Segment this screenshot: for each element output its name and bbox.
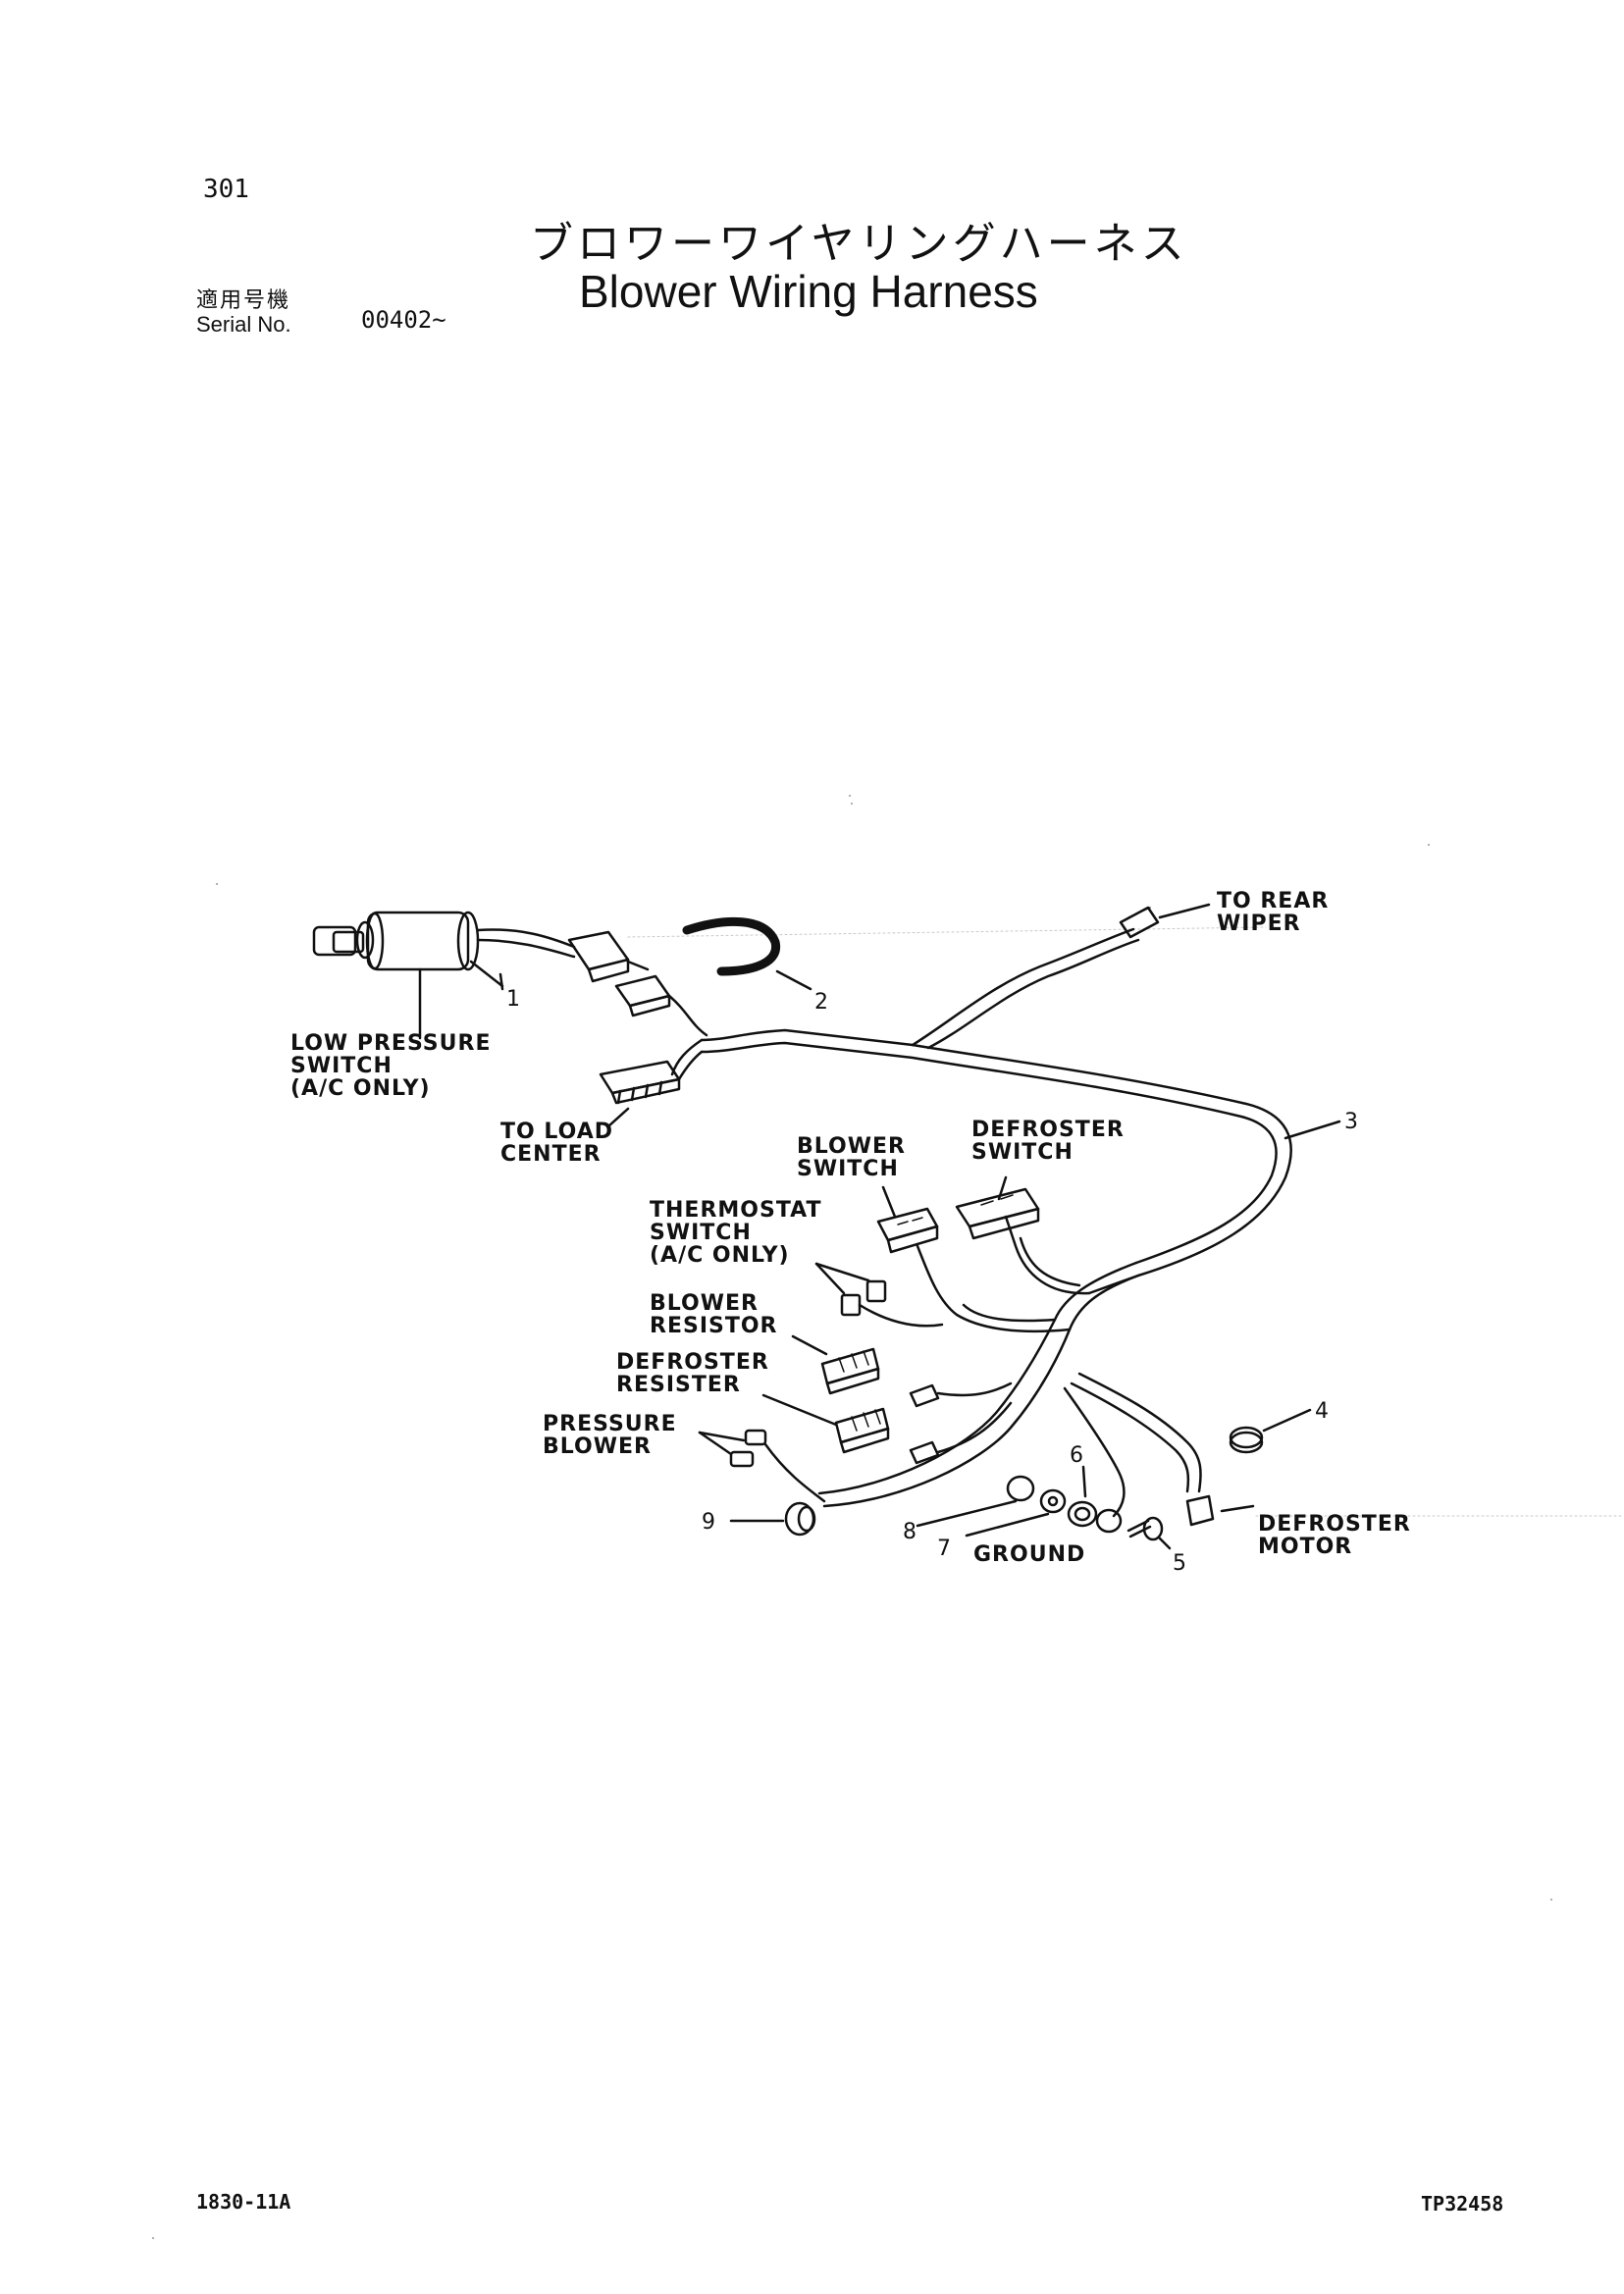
label-defroster-resister-1: DEFROSTER [616,1350,769,1375]
label-defroster-switch-2: SWITCH [971,1140,1074,1165]
label-pressure-blower-1: PRESSURE [543,1412,677,1436]
load-center-connector [599,1060,681,1105]
label-low-pressure-1: LOW PRESSURE [290,1031,492,1056]
serial-label-en: Serial No. [196,312,291,337]
terminal-ground [1095,1508,1123,1534]
leader-line [775,969,812,991]
leader-line [791,1334,828,1356]
harness-wire [476,938,576,959]
label-thermostat-3: (A/C ONLY) [650,1243,790,1268]
leader-line [814,1262,846,1295]
leader-line [965,1512,1050,1538]
harness-wire [667,994,708,1037]
harness-strap [682,916,781,976]
pressure-blower-connector [729,1429,826,1503]
label-thermostat-2: SWITCH [650,1221,752,1245]
scan-speck [851,803,853,805]
leader-line [1081,1465,1087,1498]
scan-speck [216,883,218,885]
callout-6: 6 [1070,1443,1083,1468]
scan-speck [152,2237,154,2239]
callout-5: 5 [1173,1551,1186,1576]
defroster-motor-connector [1185,1494,1215,1527]
leader-line [1220,1504,1255,1513]
low-pressure-switch [312,911,480,1040]
label-blower-switch-1: BLOWER [797,1134,906,1159]
thermostat-switch [840,1279,944,1328]
serial-label: 適用号機 Serial No. [196,289,291,337]
leader-line [698,1431,733,1456]
lock-washer-part-6 [1067,1500,1098,1528]
leader-line [1158,903,1211,919]
leader-line [1262,1408,1312,1433]
leader-line [761,1393,838,1427]
scan-speck [1428,844,1430,846]
bolt-part-5 [1126,1516,1164,1541]
page-number: 301 [203,175,249,204]
footer-figure-number: 1830-11A [196,2190,291,2214]
label-blower-switch-2: SWITCH [797,1157,899,1181]
main-harness [670,927,1292,1295]
leader-line [881,1185,897,1219]
label-to-rear-2: WIPER [1217,912,1301,936]
scan-speck [1550,1899,1552,1901]
serial-label-jp: 適用号機 [196,288,291,313]
leader-line [814,1262,870,1282]
leader-line [916,1499,1018,1528]
washer-part-7 [1039,1488,1067,1514]
label-defroster-switch-1: DEFROSTER [971,1118,1125,1142]
harness-wire [476,928,576,949]
scan-line [627,926,1267,938]
label-low-pressure-2: SWITCH [290,1054,393,1078]
callout-8: 8 [903,1520,917,1544]
label-ground: GROUND [973,1542,1085,1567]
label-to-rear-1: TO REAR [1217,889,1329,913]
harness-wire [626,960,650,971]
connector [567,930,630,983]
label-pressure-blower-2: BLOWER [543,1434,652,1459]
label-blower-resistor-1: BLOWER [650,1291,759,1316]
label-low-pressure-3: (A/C ONLY) [290,1076,431,1101]
resistor-connectors [909,1382,1013,1465]
label-defroster-resister-2: RESISTER [616,1373,741,1397]
blower-switch [876,1207,939,1254]
rear-wiper-connector [1119,906,1160,939]
label-to-load-2: CENTER [500,1142,602,1167]
leader-line [1283,1120,1341,1140]
nut-part-8 [1006,1475,1035,1502]
leader-line [1158,1537,1172,1550]
serial-value: 00402~ [361,306,446,334]
diagram-labels: LOW PRESSURE SWITCH (A/C ONLY) TO LOAD C… [290,889,1411,1576]
callout-3: 3 [1344,1110,1358,1134]
grommet-part-9 [784,1501,816,1537]
leader-line [698,1431,746,1442]
title-japanese: ブロワーワイヤリングハーネス [530,219,1188,269]
connector [614,974,671,1017]
label-thermostat-1: THERMOSTAT [650,1198,821,1223]
callout-2: 2 [814,990,828,1015]
leader-line [606,1107,630,1128]
defroster-switch [955,1187,1040,1240]
defroster-resister [834,1407,890,1454]
label-to-load-1: TO LOAD [500,1120,613,1144]
callout-7: 7 [937,1537,951,1561]
leader-line [997,1175,1008,1201]
leader-line [469,960,504,988]
title-english: Blower Wiring Harness [579,266,1038,317]
footer-reference-code: TP32458 [1421,2192,1504,2216]
label-blower-resistor-2: RESISTOR [650,1314,778,1338]
callout-4: 4 [1315,1399,1329,1424]
label-defroster-motor-1: DEFROSTER [1258,1512,1411,1537]
callout-1: 1 [506,987,520,1012]
callout-9: 9 [702,1510,715,1535]
sub-harness [817,1215,1202,1518]
grommet-part-4 [1229,1426,1264,1454]
blower-resistor [820,1347,880,1395]
label-defroster-motor-2: MOTOR [1258,1535,1352,1559]
scan-speck [849,795,851,797]
